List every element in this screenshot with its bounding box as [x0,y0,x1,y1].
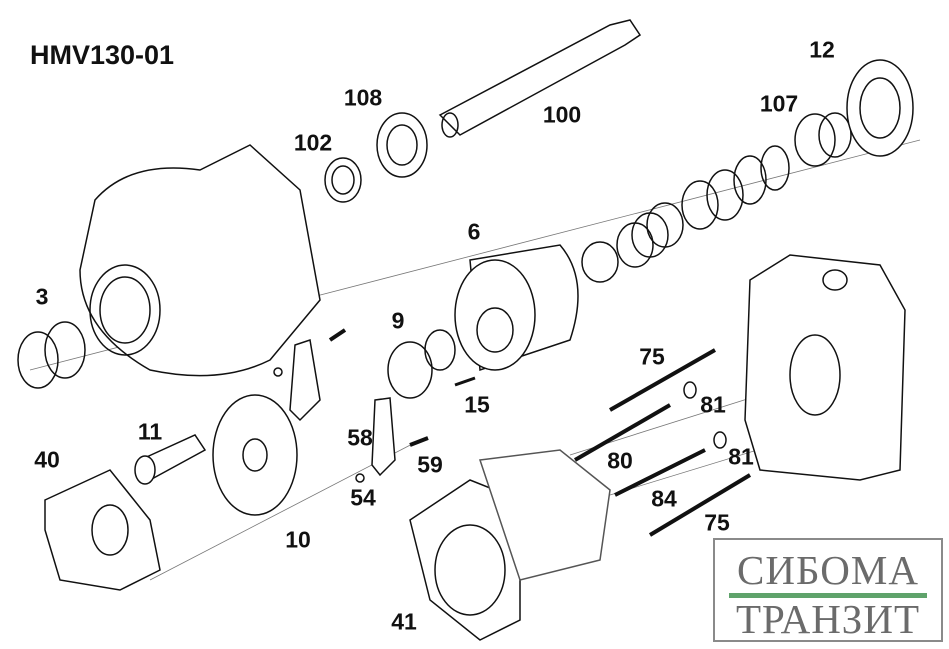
part-label-9: 9 [391,307,405,334]
part-label-75-lower: 75 [704,509,730,536]
screw-upper [328,328,347,342]
part-label-54: 54 [350,484,376,511]
valve-plate-10 [212,394,298,516]
part-label-107: 107 [759,90,799,117]
part-label-15: 15 [464,391,490,418]
part-label-58: 58 [347,424,373,451]
spring-pack [581,145,790,283]
rod-75-lower [648,473,752,537]
bearing-107 [794,112,852,167]
part-label-10: 10 [285,526,311,553]
bearing-9 [387,329,456,399]
part-label-81: 81 [700,391,726,418]
washer-81-upper [683,381,697,399]
shaft-100 [438,19,642,138]
part-label-6: 6 [467,218,481,245]
company-logo: СИБОМА ТРАНЗИТ [713,538,943,642]
part-label-80: 80 [607,447,633,474]
part-label-108: 108 [343,84,383,111]
end-cover [744,254,906,481]
plate-12 [846,59,914,157]
part-label-40: 40 [34,446,60,473]
part-label-41: 41 [391,608,417,635]
part-label-75: 75 [639,343,665,370]
part-label-81-lower: 81 [728,443,754,470]
part-label-59: 59 [417,451,443,478]
bolt-84 [614,448,706,497]
part-41 [409,479,521,641]
washer-81-lower [713,431,727,449]
pin-15 [454,376,476,387]
motor-body-ghost [478,449,611,581]
piston-11 [134,434,207,485]
ring-102 [324,157,362,203]
part-40 [44,469,161,591]
motor-housing [79,144,321,377]
bolt-80 [573,403,672,462]
part-label-84: 84 [651,485,677,512]
part-label-11: 11 [137,418,163,445]
rod-75-upper [609,348,716,412]
screw-59 [409,436,429,447]
bracket-58 [371,397,396,477]
bearing-108 [376,112,428,178]
part-label-12: 12 [809,36,835,63]
oring-small [273,367,283,377]
logo-divider [729,593,927,598]
part-label-100: 100 [542,101,582,128]
cylinder-block-6 [454,244,579,372]
model-title: HMV130-01 [30,40,175,70]
oring-54 [355,473,365,483]
part-label-3: 3 [35,283,49,310]
logo-line-1: СИБОМА [737,547,919,593]
part-label-102: 102 [293,129,333,156]
bracket-upper [289,339,321,422]
circlips-3 [17,321,86,389]
logo-line-2: ТРАНЗИТ [735,596,920,642]
